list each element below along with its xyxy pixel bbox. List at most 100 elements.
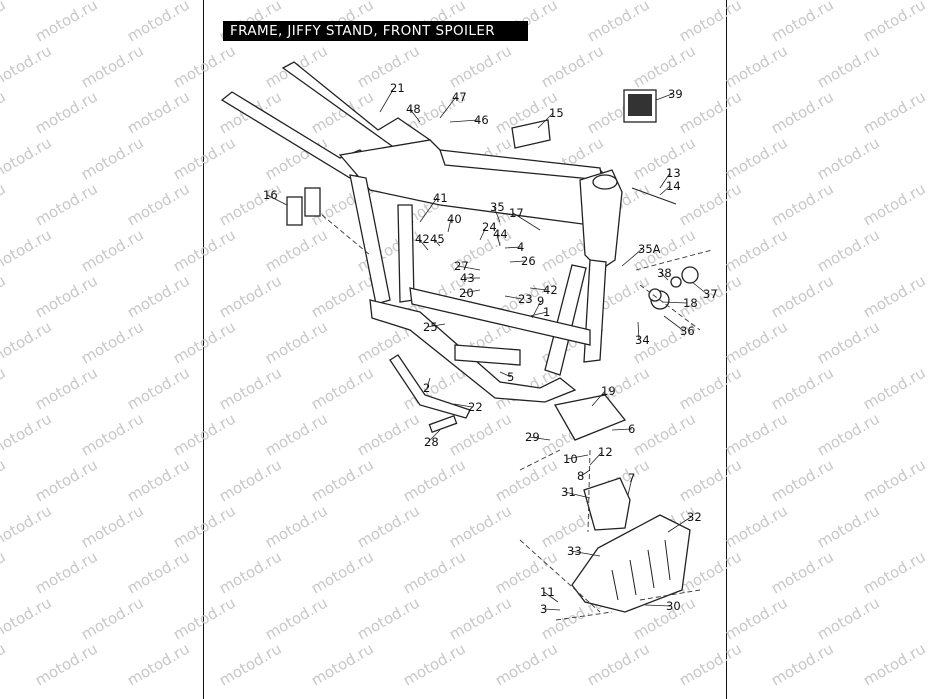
callout-leader — [496, 233, 501, 247]
callout-number: 30 — [666, 599, 681, 613]
callout-leader — [439, 96, 457, 119]
spoiler-bracket — [553, 394, 627, 441]
callout-number: 13 — [666, 166, 681, 180]
callout-number: 7 — [628, 471, 635, 485]
jiffy-stand — [389, 354, 471, 419]
callout-leader — [621, 248, 643, 267]
callout-number: 37 — [703, 287, 718, 301]
callout-leader — [426, 323, 446, 328]
callout-leader — [591, 390, 606, 407]
callout-leader — [564, 491, 591, 499]
callout-number: 18 — [683, 296, 698, 310]
callout-number: 19 — [601, 384, 616, 398]
callout-leader — [419, 197, 438, 223]
callout-leader — [529, 287, 548, 291]
callout-leader — [266, 194, 288, 206]
jiffy-stand-spring — [428, 414, 458, 434]
callout-number: 25 — [423, 320, 438, 334]
callout-number: 4 — [517, 240, 524, 254]
assembly-guide-7 — [555, 611, 613, 621]
callout-number: 16 — [263, 188, 278, 202]
callout-number: 33 — [567, 544, 582, 558]
callout-number: 3 — [540, 602, 547, 616]
callout-leader — [509, 260, 526, 263]
callout-leader — [453, 403, 473, 408]
callout-number: 22 — [468, 400, 483, 414]
callout-leader — [661, 301, 688, 304]
callout-number: 26 — [521, 254, 536, 268]
part-37 — [681, 266, 699, 284]
callout-leader — [637, 321, 640, 341]
assembly-guide-1 — [635, 249, 713, 271]
callout-number: 42 — [415, 232, 430, 246]
callout-number: 20 — [459, 286, 474, 300]
callout-leader — [611, 428, 633, 431]
callout-number: 11 — [540, 585, 555, 599]
callout-leader — [663, 315, 685, 332]
callout-number: 29 — [525, 430, 540, 444]
spoiler-ribs — [611, 539, 671, 601]
callout-leader — [566, 454, 589, 460]
callout-leader — [537, 112, 554, 129]
callout-number: 28 — [424, 435, 439, 449]
callout-leader — [570, 550, 601, 557]
callout-leader — [644, 604, 671, 607]
diagram-title: FRAME, JIFFY STAND, FRONT SPOILER — [223, 21, 528, 41]
callout-number: 46 — [474, 113, 489, 127]
frame-steering-head — [579, 169, 623, 271]
callout-leader — [409, 108, 421, 123]
callout-number: 2 — [423, 381, 430, 395]
callout-number: 12 — [598, 445, 613, 459]
callout-number: 23 — [518, 292, 533, 306]
callout-leader — [479, 226, 487, 241]
callout-number: 15 — [549, 106, 564, 120]
steering-head-bearing — [592, 174, 618, 190]
callout-leader — [660, 272, 669, 281]
part-15-cover — [511, 119, 551, 149]
callout-number: 6 — [628, 422, 635, 436]
callout-leader — [512, 212, 541, 231]
callout-leader — [418, 238, 429, 251]
callout-number: 34 — [635, 333, 650, 347]
callout-number: 14 — [666, 179, 681, 193]
callout-number: 36 — [680, 324, 695, 338]
callout-leader — [589, 451, 603, 466]
callout-number: 42 — [543, 283, 558, 297]
page-frame — [203, 0, 727, 699]
callout-number: 5 — [507, 370, 514, 384]
callout-leader — [433, 238, 441, 247]
callout-leader — [543, 591, 559, 603]
callout-leader — [659, 172, 671, 189]
part-18 — [648, 288, 662, 302]
part-16-cover-b — [304, 187, 321, 217]
callout-number: 41 — [433, 191, 448, 205]
assembly-guide-3 — [519, 539, 601, 613]
callout-number: 38 — [657, 266, 672, 280]
callout-leader — [655, 93, 673, 101]
callout-leader — [659, 185, 671, 196]
callout-number: 10 — [563, 452, 578, 466]
callout-number: 1 — [543, 305, 550, 319]
callout-leader — [447, 218, 452, 233]
callout-number: 21 — [390, 81, 405, 95]
callout-leader — [528, 436, 551, 441]
assembly-guide-2 — [639, 284, 701, 331]
frame-crossmember — [454, 344, 521, 366]
callout-number: 43 — [460, 271, 475, 285]
callout-leader — [379, 87, 395, 113]
callout-number: 47 — [452, 90, 467, 104]
callout-number: 35A — [638, 242, 661, 256]
callout-leader — [580, 469, 591, 477]
callout-leader — [427, 429, 441, 443]
part-16-cover-a — [286, 196, 303, 226]
callout-leader — [667, 516, 692, 533]
callout-number: 40 — [447, 212, 462, 226]
callout-leader — [499, 371, 512, 378]
spoiler-mount-bracket — [583, 477, 631, 531]
callout-number: 17 — [509, 206, 524, 220]
callout-number: 31 — [561, 485, 576, 499]
part-38 — [670, 276, 682, 288]
callout-leader — [504, 295, 523, 300]
callout-leader — [449, 119, 479, 123]
